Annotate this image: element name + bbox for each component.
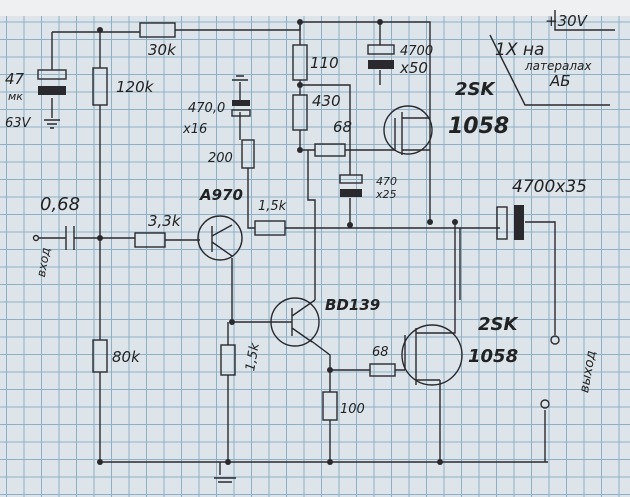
resistors	[92, 22, 396, 421]
c4-voltage: x50	[399, 59, 428, 77]
r68b-label: 68	[372, 345, 389, 360]
input-label: вход	[34, 246, 53, 278]
c3-value: 470	[376, 175, 397, 188]
r15a-label: 1,5k	[258, 199, 287, 214]
c-out-label: 4700x35	[512, 177, 587, 197]
wires	[38, 10, 615, 463]
c4-value: 4700	[400, 44, 433, 59]
c-in-label: 0,68	[40, 194, 80, 215]
q-bot-line2: 1058	[468, 346, 518, 367]
r110-label: 110	[310, 54, 339, 72]
q1-label: A970	[199, 186, 243, 204]
r430-label: 430	[312, 92, 341, 110]
output-label: выход	[577, 349, 599, 394]
output-ground-terminal[interactable]	[540, 399, 550, 409]
note-line3: АБ	[549, 72, 571, 90]
r100-label: 100	[340, 402, 365, 417]
c2-value: 470,0	[188, 101, 225, 116]
junction-dots	[97, 19, 458, 465]
c1-unit: мк	[8, 90, 23, 103]
c2-voltage: x16	[182, 122, 207, 137]
input-terminal[interactable]	[32, 234, 40, 242]
r-low-label: 80k	[112, 348, 141, 366]
r200-label: 200	[208, 151, 233, 166]
r-bias-label: 120k	[116, 78, 155, 96]
c1-value: 47	[5, 70, 25, 88]
mosfet-top-2sk1058	[383, 105, 433, 155]
note-line1: 1X на	[495, 40, 544, 60]
c3-voltage: x25	[375, 188, 397, 201]
q2-label: BD139	[325, 296, 380, 314]
r15b-label: 1,5k	[243, 342, 263, 373]
r-base-label: 3,3k	[148, 212, 182, 230]
mosfet-bottom-2sk1058	[401, 324, 463, 386]
output-terminal[interactable]	[550, 335, 560, 345]
q-top-line2: 1058	[448, 114, 509, 139]
r-top-label: 30k	[148, 41, 177, 59]
ground-symbols	[44, 75, 248, 483]
supply-label: +30V	[545, 12, 589, 30]
r68a-label: 68	[333, 118, 352, 136]
capacitors	[37, 44, 524, 250]
transistor-a970	[197, 215, 243, 261]
q-bot-line1: 2SK	[478, 314, 519, 335]
paper-edge	[0, 0, 630, 16]
q-top-line1: 2SK	[455, 79, 496, 100]
transistor-bd139	[270, 297, 320, 347]
c1-voltage: 63V	[5, 116, 32, 131]
note-line2: латералах	[524, 59, 592, 73]
